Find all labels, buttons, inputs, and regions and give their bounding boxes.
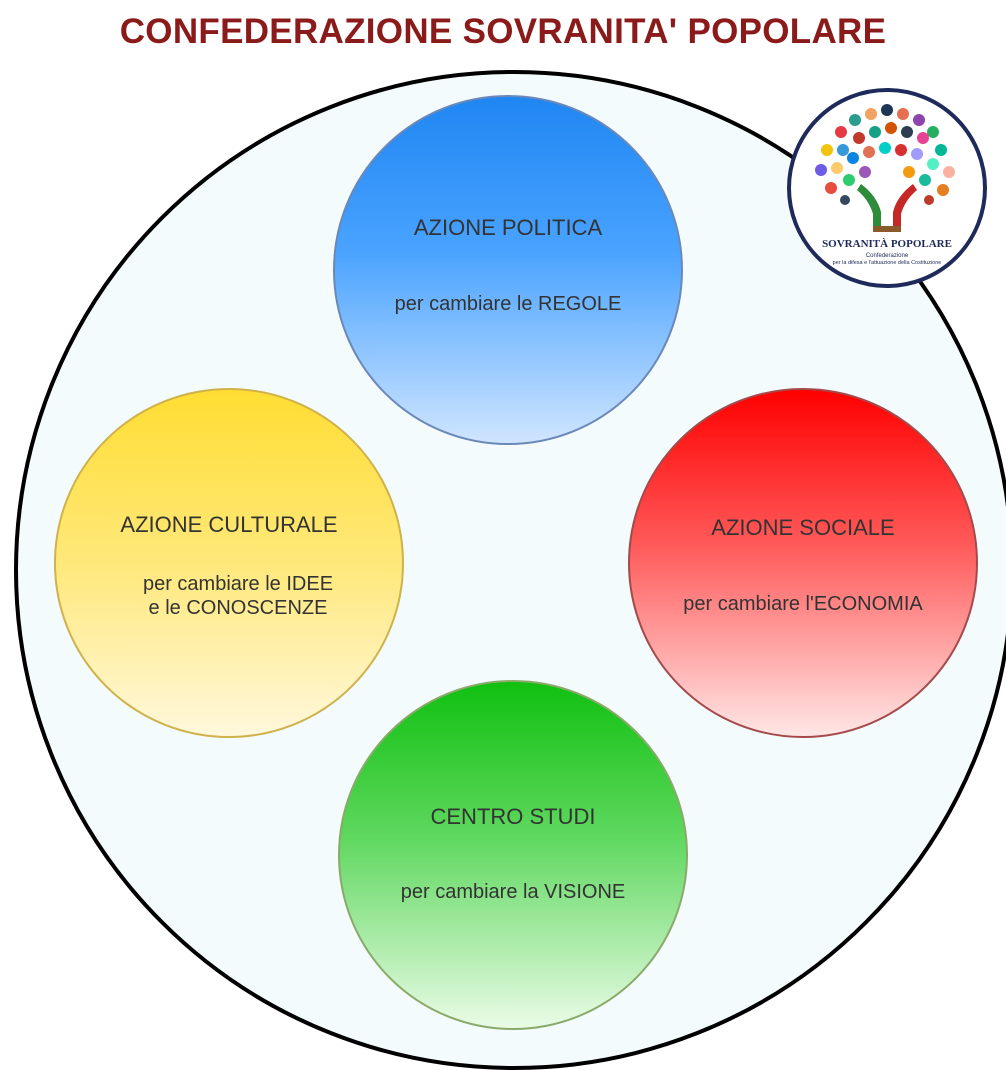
node-azione-politica: AZIONE POLITICA per cambiare le REGOLE bbox=[333, 95, 683, 445]
node-description-line-2: e le CONOSCENZE bbox=[148, 597, 328, 619]
node-description: per cambiare le REGOLE bbox=[394, 293, 622, 315]
logo-subtitle: Confederazione bbox=[865, 253, 909, 259]
node-label: AZIONE POLITICA bbox=[413, 215, 603, 240]
tree-trunk-red bbox=[893, 184, 917, 232]
hands-tree-icon bbox=[815, 104, 955, 232]
node-azione-sociale: AZIONE SOCIALE per cambiare l'ECONOMIA bbox=[628, 388, 978, 738]
node-description-line-1: per cambiare le IDEE bbox=[142, 573, 334, 595]
hand-prints bbox=[815, 104, 955, 205]
node-label: CENTRO STUDI bbox=[430, 804, 596, 829]
tree-trunk-green bbox=[857, 184, 881, 232]
page-title: CONFEDERAZIONE SOVRANITA' POPOLARE bbox=[119, 12, 887, 51]
logo-name: SOVRANITÀ POPOLARE bbox=[822, 238, 952, 250]
node-centro-studi: CENTRO STUDI per cambiare la VISIONE bbox=[338, 680, 688, 1030]
node-description: per cambiare l'ECONOMIA bbox=[683, 593, 923, 615]
node-label: AZIONE SOCIALE bbox=[711, 515, 895, 540]
node-label: AZIONE CULTURALE bbox=[120, 512, 338, 537]
node-description: per cambiare le IDEE e le CONOSCENZE bbox=[56, 572, 402, 620]
node-description: per cambiare la VISIONE bbox=[400, 881, 626, 903]
organization-logo: SOVRANITÀ POPOLARE Confederazione per la… bbox=[787, 88, 987, 288]
logo-tagline: per la difesa e l'attuazione della Costi… bbox=[832, 260, 942, 266]
tree-base bbox=[873, 226, 901, 232]
node-azione-culturale: AZIONE CULTURALE per cambiare le IDEE e … bbox=[54, 388, 404, 738]
